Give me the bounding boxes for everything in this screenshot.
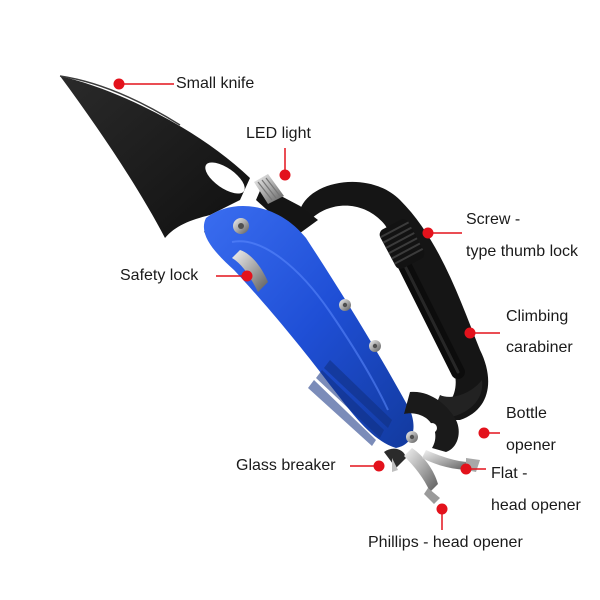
label-bottle-opener-line1: Bottle <box>506 405 547 422</box>
thumb-lock-knurl <box>379 219 425 269</box>
knife-blade <box>59 75 250 238</box>
label-flat-head-line1: Flat - <box>491 465 528 482</box>
dot-flat-head <box>460 463 472 475</box>
blade-hole <box>205 162 245 194</box>
callout-dots <box>113 78 490 515</box>
label-phillips-head: Phillips - head opener <box>368 534 523 551</box>
phillips-head-opener <box>404 448 440 504</box>
label-carabiner-line1: Climbing <box>506 308 569 325</box>
label-screw-lock-line1: Screw - <box>466 211 521 228</box>
label-bottle-opener-line2: opener <box>506 437 556 454</box>
label-screw-lock-line2: type thumb lock <box>466 243 579 260</box>
dot-led-light <box>279 169 291 181</box>
bottle-opener <box>404 391 459 452</box>
safety-lock <box>232 250 268 292</box>
led-light <box>254 174 318 236</box>
grip-ridges <box>308 360 392 446</box>
glass-breaker <box>384 448 406 472</box>
label-glass-breaker: Glass breaker <box>236 457 336 474</box>
dot-safety-lock <box>241 270 253 282</box>
carabiner-gate <box>396 255 465 379</box>
dot-small-knife <box>113 78 125 90</box>
dot-screw-lock <box>422 227 434 239</box>
dot-phillips-head <box>436 503 448 515</box>
label-small-knife: Small knife <box>176 75 255 92</box>
label-safety-lock: Safety lock <box>120 267 199 284</box>
label-carabiner-line2: carabiner <box>506 339 573 356</box>
label-flat-head-line2: head opener <box>491 497 581 514</box>
dot-carabiner <box>464 327 476 339</box>
dot-bottle-opener <box>478 427 490 439</box>
label-led-light: LED light <box>246 125 311 142</box>
dot-glass-breaker <box>373 460 385 472</box>
handle <box>203 205 414 448</box>
